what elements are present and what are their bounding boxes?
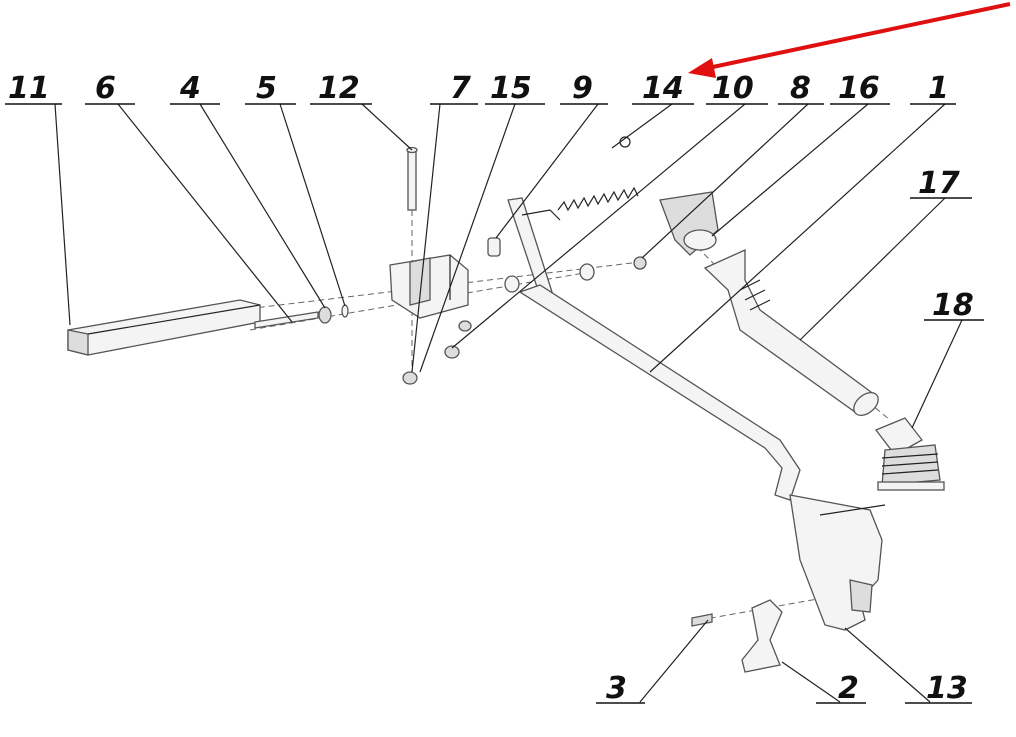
label-17: 17	[910, 166, 972, 201]
assembly-axes	[69, 150, 891, 621]
svg-text:4: 4	[179, 71, 201, 106]
bushing	[504, 275, 520, 293]
svg-text:1: 1	[928, 71, 949, 106]
bracket-nut	[458, 320, 472, 332]
label-15: 15	[485, 71, 545, 106]
label-4: 4	[170, 71, 220, 106]
label-11: 11	[5, 71, 62, 106]
leader-lines	[54, 103, 963, 703]
part-12-pin	[406, 146, 418, 211]
svg-text:2: 2	[838, 671, 859, 706]
label-1: 1	[910, 71, 956, 106]
svg-text:7: 7	[450, 71, 471, 106]
svg-text:8: 8	[790, 71, 811, 106]
label-10: 10	[706, 71, 768, 106]
part-15-nut	[402, 371, 418, 385]
label-9: 9	[560, 71, 608, 106]
part-11-square-tube	[67, 299, 261, 356]
svg-text:9: 9	[572, 71, 593, 106]
label-6: 6	[85, 71, 135, 106]
label-13: 13	[905, 671, 972, 706]
bushing-2	[579, 263, 595, 281]
part-18-bellows	[874, 417, 945, 491]
svg-text:11: 11	[8, 71, 50, 106]
label-12: 12	[310, 71, 372, 106]
part-10-nut	[444, 345, 460, 359]
part-17-grip-tube	[703, 248, 879, 416]
label-8: 8	[778, 71, 824, 106]
part-3-screw	[691, 613, 713, 627]
label-2: 2	[816, 671, 866, 706]
svg-text:18: 18	[932, 288, 974, 323]
red-arrow-icon	[688, 2, 1011, 78]
label-16: 16	[830, 71, 890, 106]
svg-text:3: 3	[606, 671, 627, 706]
part-5-washer	[341, 304, 349, 318]
part-6-bolt	[254, 311, 319, 329]
part-14-spring	[557, 136, 639, 212]
part-7-bracket	[389, 254, 469, 319]
part-2-clamp-bracket	[741, 599, 783, 673]
part-1-lever-tube	[518, 284, 801, 501]
svg-text:5: 5	[256, 71, 277, 106]
svg-text:12: 12	[318, 71, 360, 106]
label-3: 3	[596, 671, 645, 706]
part-16-boot	[659, 191, 719, 256]
svg-text:15: 15	[490, 71, 532, 106]
svg-text:10: 10	[712, 71, 754, 106]
svg-text:6: 6	[95, 71, 116, 106]
part-13-pedal-plate	[789, 494, 886, 631]
svg-text:13: 13	[926, 671, 968, 706]
label-14: 14	[632, 71, 694, 106]
svg-text:14: 14	[642, 71, 684, 106]
svg-text:16: 16	[838, 71, 880, 106]
svg-text:17: 17	[918, 166, 960, 201]
label-18: 18	[924, 288, 984, 323]
label-5: 5	[245, 71, 296, 106]
lever-bolt	[487, 237, 501, 257]
part-8-nut	[633, 256, 647, 270]
label-7: 7	[430, 71, 478, 106]
part-4-nut	[318, 306, 332, 324]
